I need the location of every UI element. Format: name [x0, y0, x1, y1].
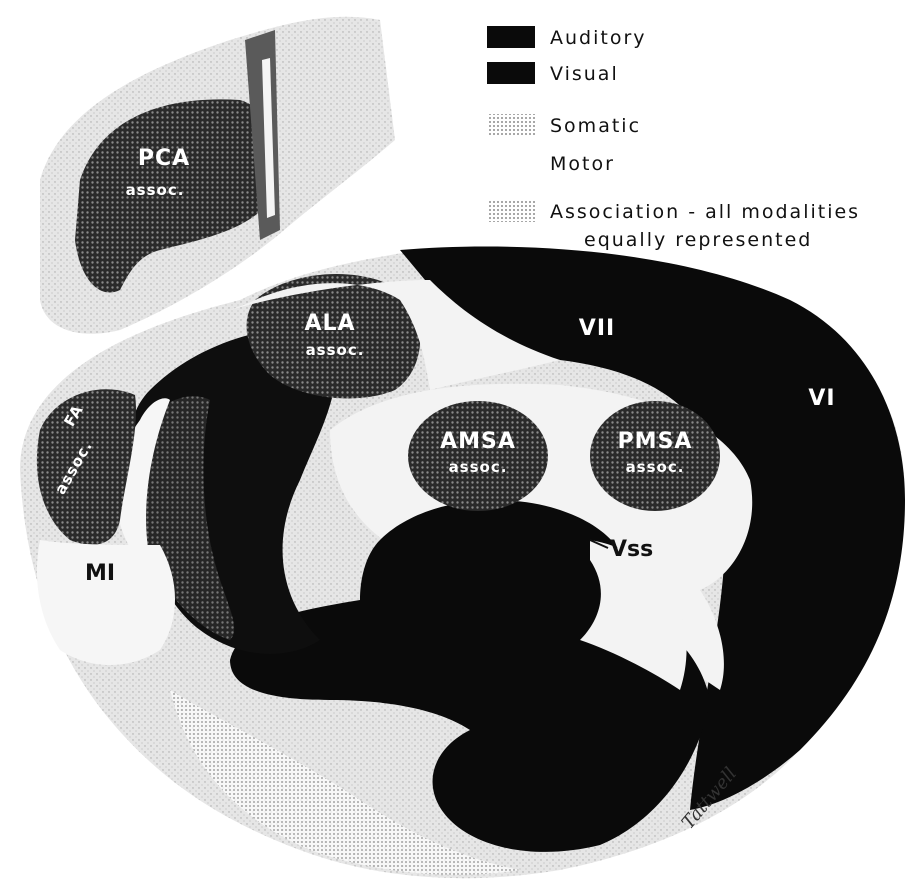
legend-label-somatic: Somatic	[550, 115, 641, 137]
legend-label-motor: Motor	[550, 153, 615, 175]
legend-swatch-association	[487, 200, 535, 222]
amsa-label: AMSA	[440, 429, 516, 454]
pmsa-assoc-region	[590, 401, 720, 511]
legend-label-association-line2: equally represented	[584, 229, 812, 251]
legend-label-auditory: Auditory	[550, 27, 647, 49]
pmsa-label: PMSA	[618, 429, 693, 454]
vss-label: Vss	[610, 537, 653, 562]
legend-swatch-visual	[487, 62, 535, 84]
legend-label-visual: Visual	[550, 63, 619, 85]
legend-label-association: Association - all modalities	[550, 201, 860, 223]
pca-sub-label: assoc.	[126, 181, 185, 199]
ala-sub-label: assoc.	[306, 341, 365, 359]
mi-motor-area	[37, 540, 175, 665]
pmsa-sub-label: assoc.	[626, 458, 685, 476]
mi-label: MI	[85, 561, 115, 586]
amsa-sub-label: assoc.	[449, 458, 508, 476]
ala-label: ALA	[304, 311, 355, 336]
vii-label: VII	[579, 316, 615, 341]
legend-swatch-somatic	[487, 114, 535, 136]
pca-label: PCA	[138, 146, 190, 171]
legend: Auditory Visual Somatic Motor Associatio…	[487, 26, 860, 251]
amsa-assoc-region	[408, 401, 548, 511]
lateral-brain	[20, 247, 905, 879]
vi-label: VI	[808, 386, 835, 411]
legend-swatch-auditory	[487, 26, 535, 48]
